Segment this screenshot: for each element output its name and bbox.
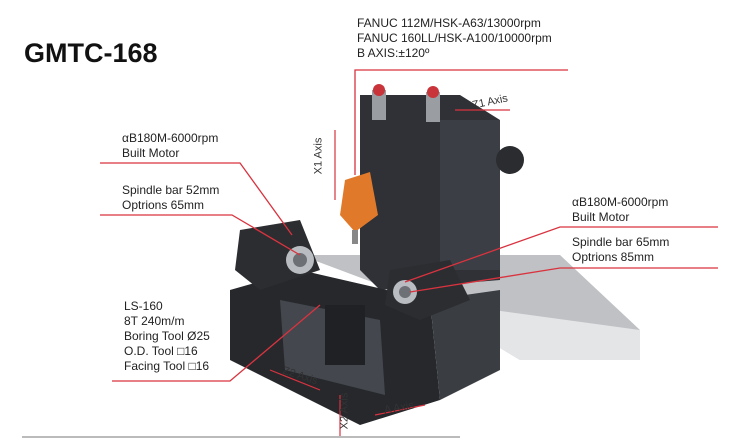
- spec-line: Built Motor: [572, 210, 630, 224]
- x2-axis-label: X2 Axis: [338, 392, 351, 430]
- x1-axis-label: X1 Axis: [312, 137, 325, 175]
- spec-line: FANUC 112M/HSK-A63/13000rpm: [357, 16, 541, 30]
- spec-line: Spindle bar 65mm: [572, 235, 670, 249]
- top-spec: FANUC 112M/HSK-A63/13000rpm FANUC 160LL/…: [357, 16, 552, 61]
- axis-arrows: [269, 109, 510, 438]
- model-title: GMTC-168: [24, 38, 158, 68]
- spec-line: Boring Tool Ø25: [124, 329, 210, 343]
- spec-line: Optrions 65mm: [122, 198, 205, 212]
- spec-line: αB180M-6000rpm: [122, 131, 219, 145]
- spec-line: O.D. Tool □16: [124, 344, 198, 358]
- left-spindle-label: Spindle bar 52mm Optrions 65mm: [122, 183, 219, 213]
- spec-line: LS-160: [124, 299, 163, 313]
- spec-line: Optrions 85mm: [572, 250, 655, 264]
- spec-line: αB180M-6000rpm: [572, 195, 669, 209]
- right-spindle-label: Spindle bar 65mm Optrions 85mm: [572, 235, 669, 265]
- spindle-head: [340, 172, 378, 232]
- turret-label: LS-160 8T 240m/m Boring Tool Ø25 O.D. To…: [124, 299, 210, 374]
- spec-line: B AXIS:±120º: [357, 46, 430, 60]
- spec-line: Spindle bar 52mm: [122, 183, 220, 197]
- right-motor-label: αB180M-6000rpm Built Motor: [572, 195, 668, 225]
- spec-line: Facing Tool □16: [124, 359, 210, 373]
- spec-line: FANUC 160LL/HSK-A100/10000rpm: [357, 31, 552, 45]
- spec-line: Built Motor: [122, 146, 180, 160]
- left-motor-label: αB180M-6000rpm Built Motor: [122, 131, 218, 161]
- spec-line: 8T 240m/m: [124, 314, 185, 328]
- leader-lines: [100, 69, 718, 382]
